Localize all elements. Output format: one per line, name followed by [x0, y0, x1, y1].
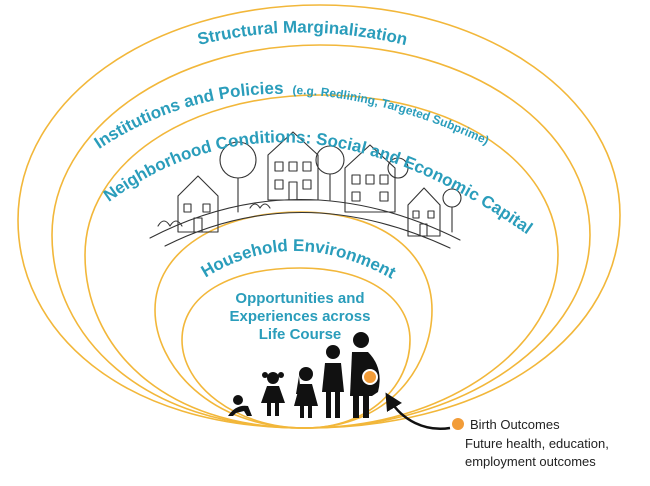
- birth-outcomes-label: Birth Outcomes: [470, 417, 560, 432]
- birth-outcomes-dot-icon: [452, 418, 464, 430]
- pregnant-figure: [350, 332, 380, 418]
- ring-structural: [17, 4, 621, 429]
- ring-neighborhood: [84, 94, 559, 429]
- neighborhood-sketch-icon: [149, 131, 462, 249]
- fetus-dot-icon: [362, 369, 378, 385]
- center-line-1: Opportunities and: [235, 290, 364, 307]
- legend: Birth Outcomes Future health, education,…: [452, 417, 609, 469]
- future-outcomes-line-2: employment outcomes: [465, 454, 596, 469]
- ring-label-structural: Structural Marginalization: [196, 17, 410, 49]
- family-silhouette-icon: [228, 332, 380, 418]
- center-line-3: Life Course: [259, 326, 342, 343]
- ring-center: [181, 267, 411, 429]
- center-line-2: Experiences across: [230, 308, 371, 325]
- center-label: Opportunities and Experiences across Lif…: [230, 290, 371, 343]
- ring-label-household: Household Environment: [198, 236, 399, 283]
- teen-figure: [322, 345, 344, 418]
- ring-institutions: [51, 44, 591, 429]
- curved-arrow-icon: [385, 392, 451, 431]
- child-figure: [294, 367, 318, 418]
- rings: [17, 4, 621, 429]
- baby-figure: [228, 395, 252, 416]
- toddler-figure: [261, 372, 285, 416]
- future-outcomes-line-1: Future health, education,: [465, 436, 609, 451]
